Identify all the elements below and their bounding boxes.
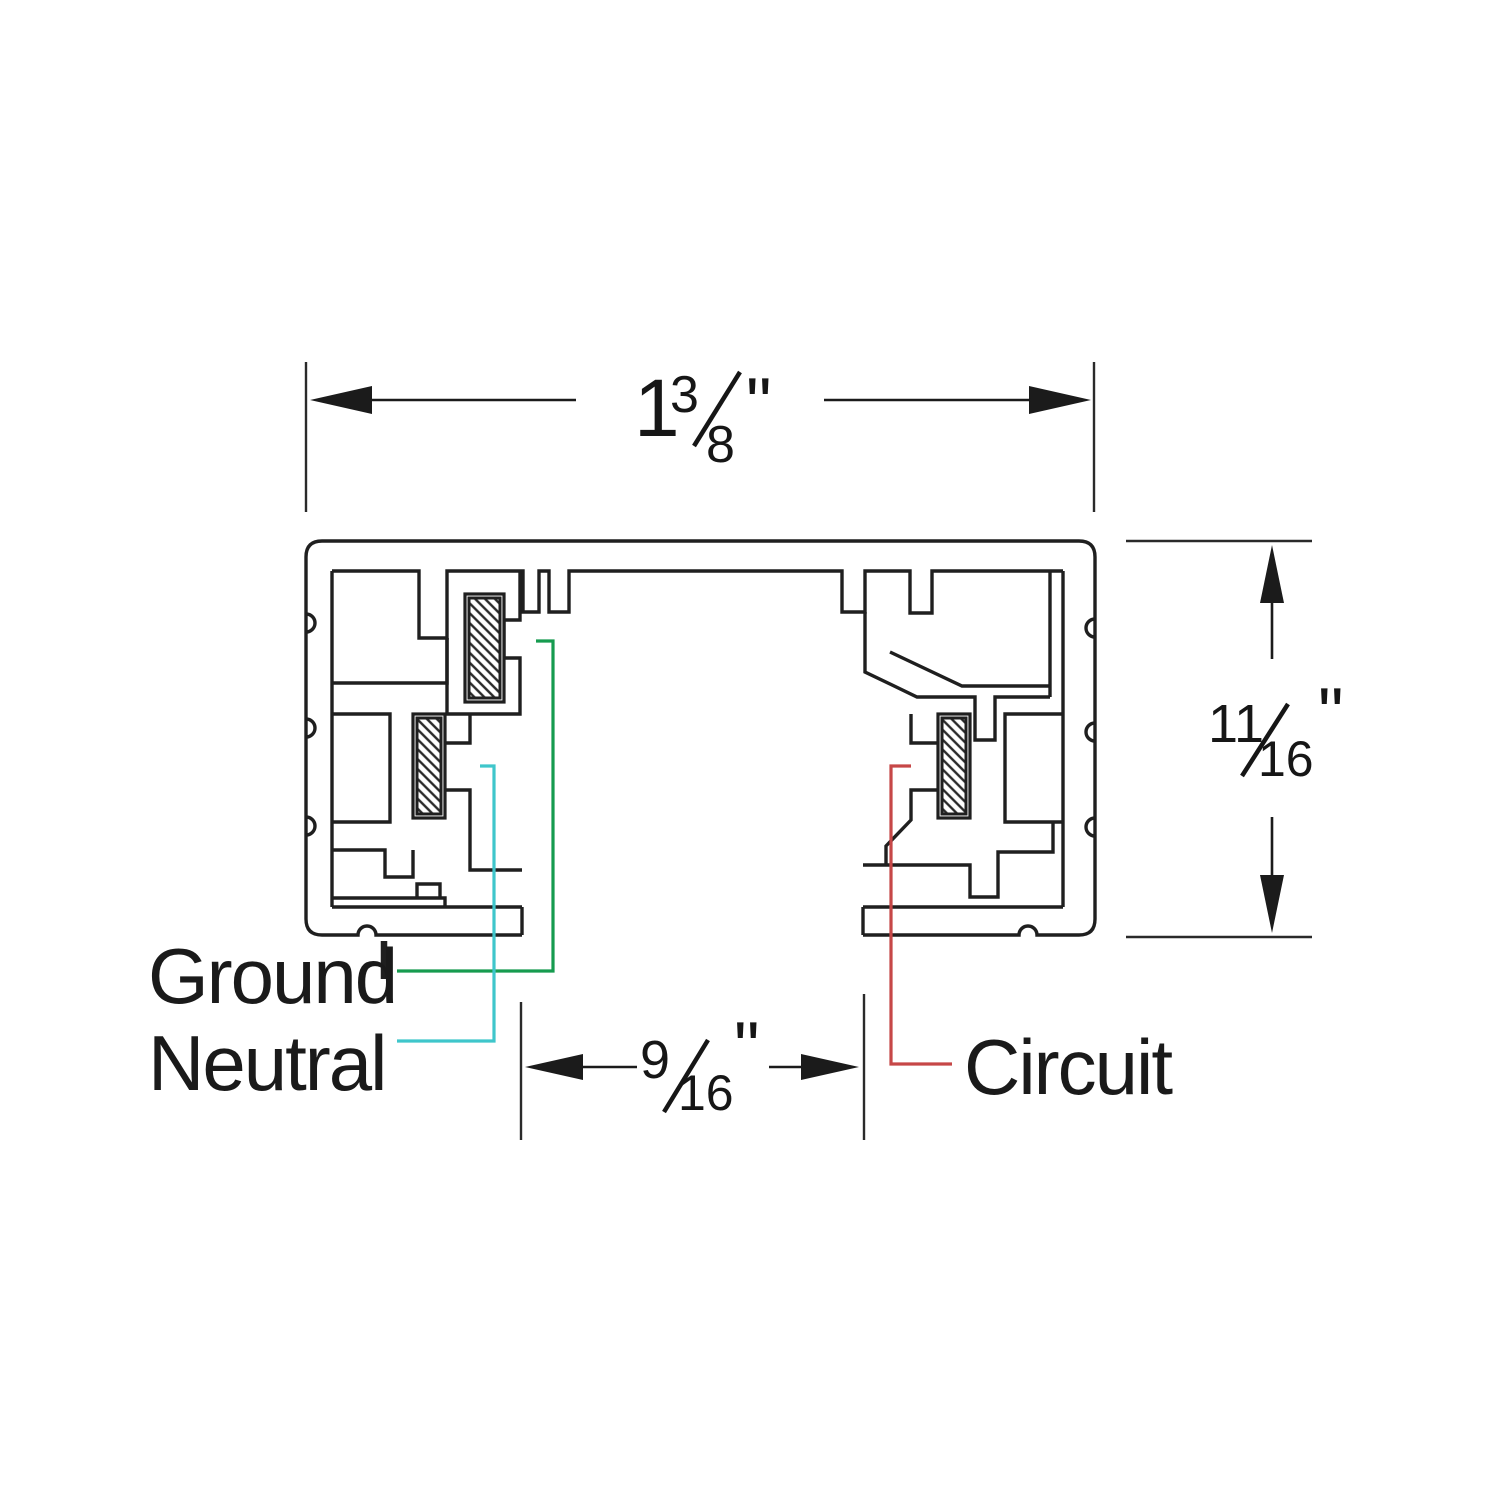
height-fraction-slash: [1240, 702, 1290, 778]
right-top-mass: [863, 612, 1050, 742]
left-step-lower: [445, 788, 522, 872]
left-shelf-tooth: [332, 848, 415, 879]
width-fraction-slash: [692, 370, 742, 448]
ground-label: Ground: [148, 932, 396, 1020]
labels: Ground Neutral Circuit: [148, 932, 1175, 1111]
left-base-ledge: [332, 896, 447, 907]
width-dim-text: 1 3 8 ": [634, 363, 772, 474]
slot-arrow-left: [525, 1054, 583, 1080]
slot-arrow-right: [801, 1054, 859, 1080]
right-stair-shelf: [863, 822, 1055, 899]
dimension-height: 11 16 ": [1126, 539, 1344, 939]
circuit-conductor-bar: [940, 716, 968, 816]
left-mid-box: [332, 712, 392, 824]
right-slant-channel: [889, 650, 1050, 688]
width-extension-lines: [304, 362, 1096, 512]
shell-outer-outline: [304, 539, 1097, 937]
neutral-label: Neutral: [148, 1019, 385, 1107]
ground-leader-line: [397, 639, 555, 973]
left-step-upper: [445, 714, 472, 745]
right-insulator-assembly: [863, 571, 1063, 899]
right-step-upper: [909, 714, 938, 745]
left-insulator-assembly: [332, 571, 522, 979]
right-mid-box: [1003, 712, 1063, 824]
track-profile: [304, 539, 1097, 979]
dimension-slot: 9 16 ": [519, 994, 866, 1140]
slot-extension-lines: [519, 994, 866, 1140]
left-wall-notches: [305, 612, 317, 837]
left-conductor-column: [445, 571, 522, 716]
right-diagonal-step: [884, 788, 938, 865]
height-arrow-down: [1260, 875, 1284, 933]
slot-opening-edges: [520, 907, 865, 935]
height-arrow-up: [1260, 545, 1284, 603]
neutral-leader-line: [397, 764, 496, 1043]
neutral-conductor-bar: [415, 716, 443, 816]
ground-conductor-bar: [467, 596, 502, 700]
circuit-leader-line: [889, 764, 952, 1066]
dimension-width: 1 3 8 ": [304, 362, 1096, 512]
height-extension-lines: [1126, 539, 1312, 939]
circuit-label: Circuit: [964, 1023, 1173, 1111]
width-arrow-right: [1029, 386, 1091, 414]
slot-dim-text: 9 16 ": [640, 1008, 760, 1121]
height-dim-text: 11 16 ": [1208, 674, 1344, 787]
right-wall-notches: [1084, 617, 1096, 838]
left-top-box: [332, 638, 449, 685]
inner-ceiling: [332, 569, 1063, 640]
leader-lines: [397, 639, 952, 1066]
slot-fraction-slash: [662, 1038, 710, 1114]
width-arrow-left: [310, 386, 372, 414]
left-rising-tooth: [415, 882, 442, 898]
conductor-bars: [411, 592, 972, 820]
